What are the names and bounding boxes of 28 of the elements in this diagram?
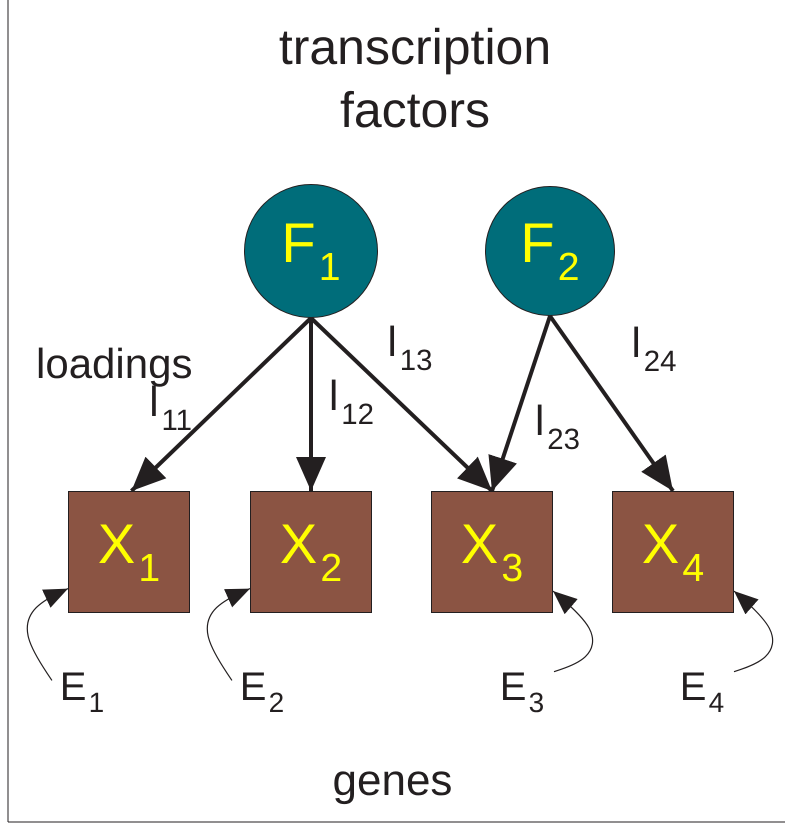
group-heading: transcription factors: [278, 18, 552, 140]
node-label: F$_{2}$: [520, 215, 580, 287]
edge-label: l$_{24}$: [632, 322, 676, 377]
curved-arrow: [552, 590, 594, 672]
node-label: X$_{4}$: [642, 516, 704, 588]
arrow: [310, 316, 494, 492]
node-label: X$_{3}$: [460, 516, 524, 588]
curved-arrow: [206, 588, 250, 681]
node-label: X$_{1}$: [98, 516, 160, 588]
error-label: E$_{2}$: [230, 663, 294, 721]
gene-box: [431, 491, 553, 613]
edge-label: l$_{12}$: [329, 374, 374, 430]
arrow: [548, 314, 675, 492]
arrow: [296, 318, 326, 491]
gene-box: [68, 491, 190, 613]
gene-box: [612, 491, 734, 613]
node-label: X$_{2}$: [280, 516, 342, 588]
curved-arrow: [734, 590, 774, 672]
error-label: E$_{1}$: [50, 663, 114, 721]
curved-arrow: [26, 588, 68, 681]
arrow: [488, 315, 552, 492]
error-label: E$_{4}$: [670, 663, 734, 721]
group-heading: genes: [332, 755, 454, 807]
gene-box: [250, 491, 372, 613]
edge-label: l$_{13}$: [388, 320, 432, 376]
error-label: E$_{3}$: [490, 663, 554, 721]
edge-label: l$_{23}$: [535, 400, 580, 455]
node-label: F$_{1}$: [281, 215, 341, 287]
